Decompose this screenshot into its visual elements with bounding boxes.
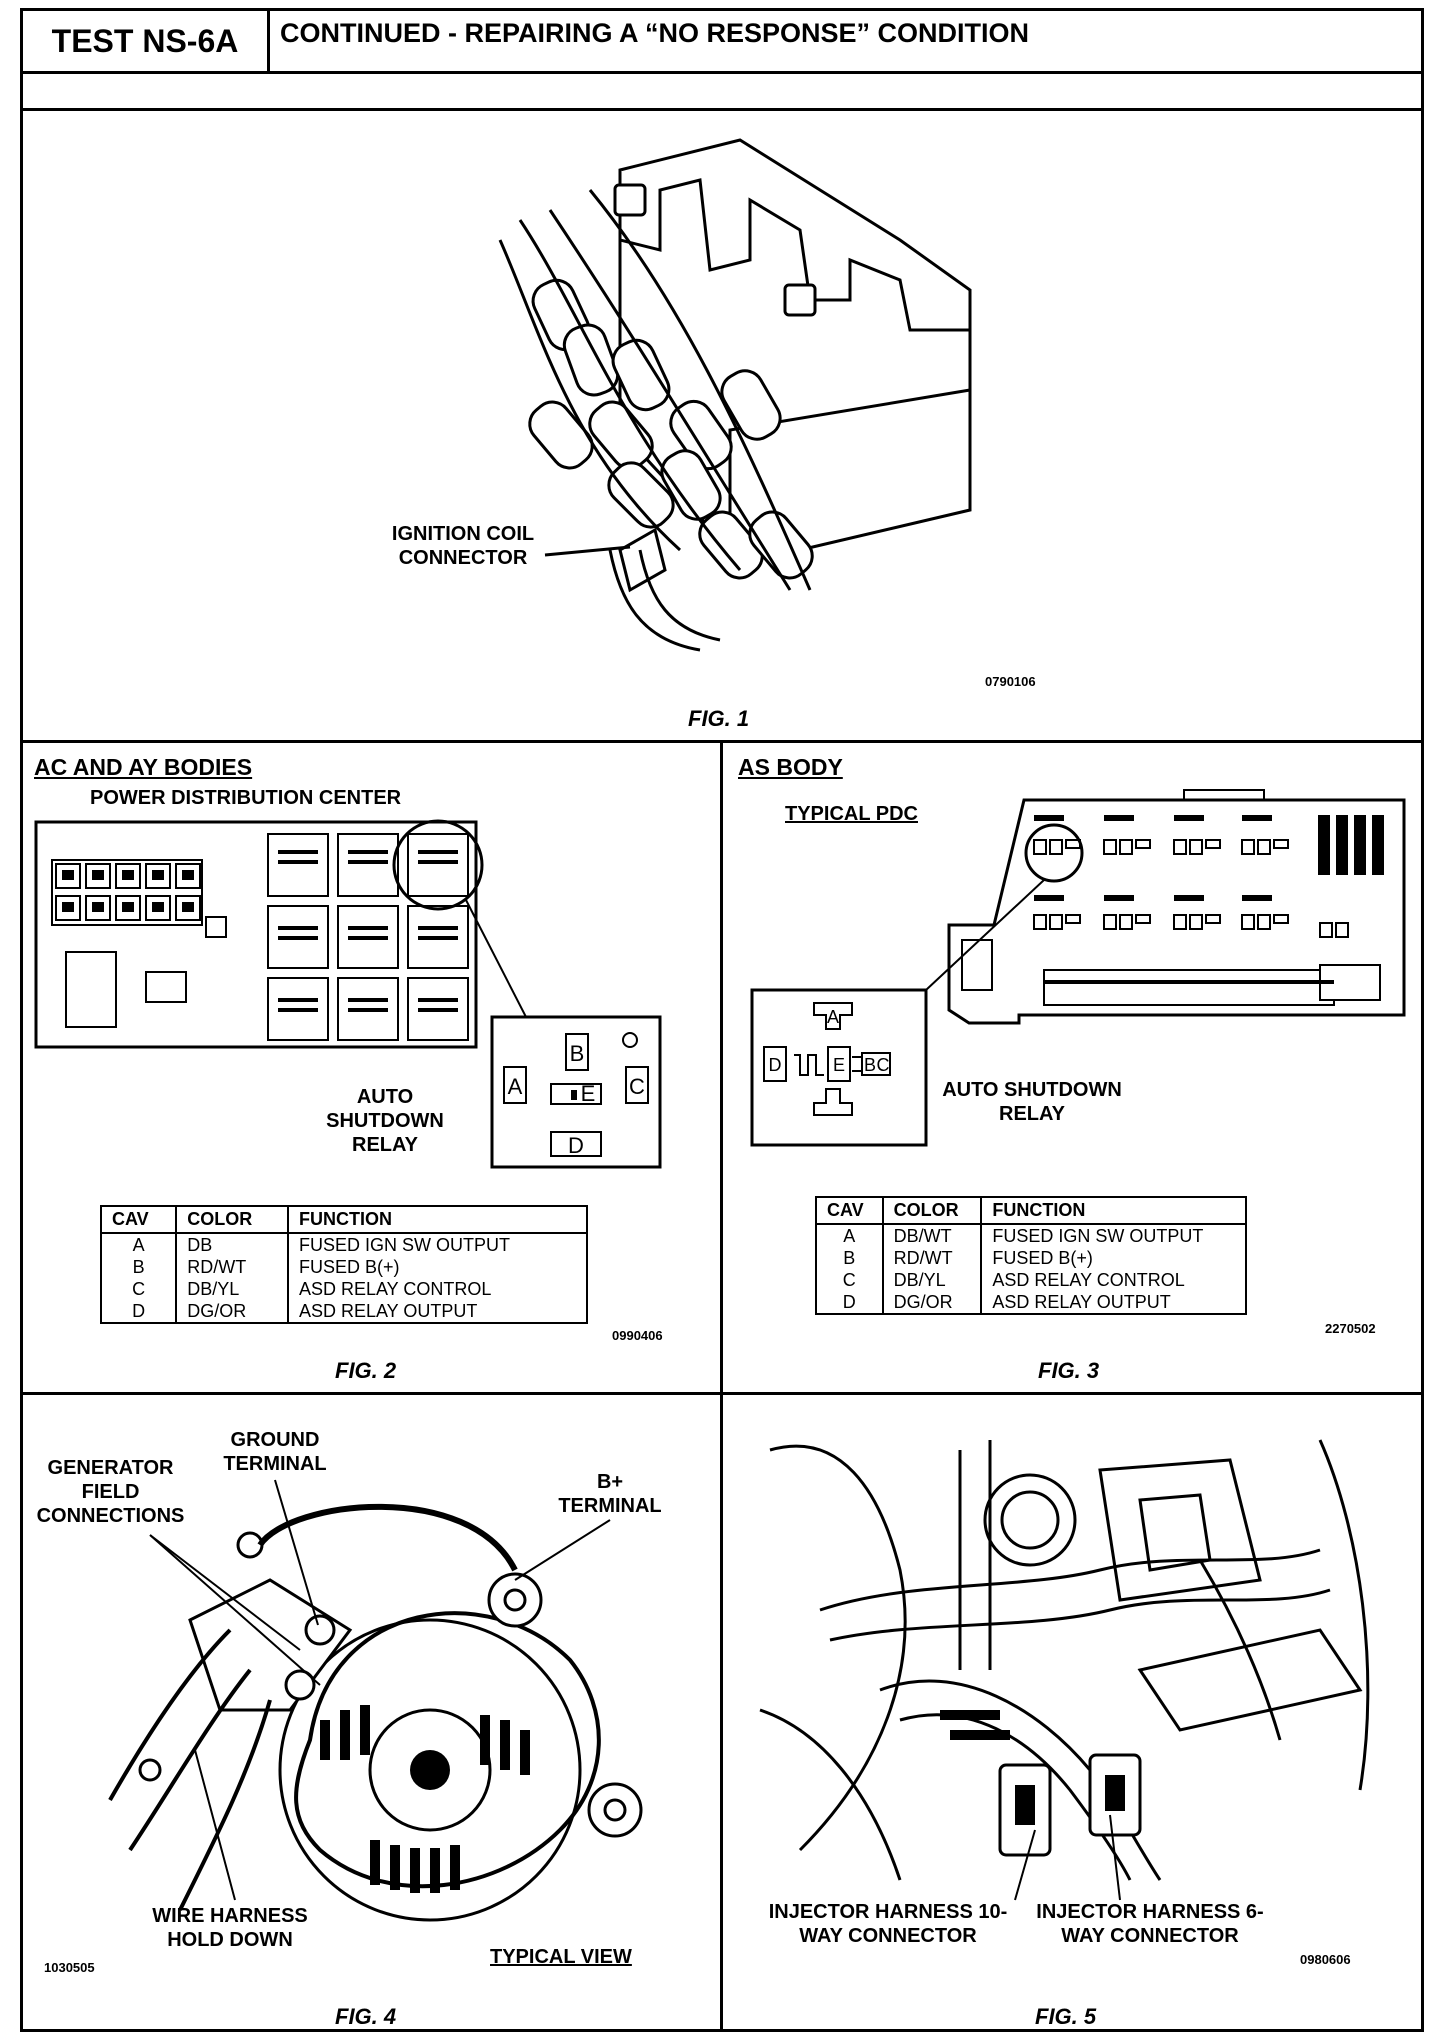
injector-harness-10-way-label: INJECTOR HARNESS 10-WAY CONNECTOR <box>768 1901 1008 1947</box>
generator-field-connections-label: GENERATOR FIELD CONNECTIONS <box>36 1457 185 1527</box>
fig2-pin-b: B <box>570 1041 585 1066</box>
fig2-pin-a: A <box>508 1074 523 1099</box>
wire-harness-hold-down-label: WIRE HARNESS HOLD DOWN <box>152 1905 308 1951</box>
typical-pdc-diagram: A B C D E <box>750 789 1406 1147</box>
fig2-section-title: AC AND AY BODIES <box>34 754 253 780</box>
function-cell: FUSED B(+) <box>992 1248 1093 1268</box>
generator-illustration <box>108 1503 643 1922</box>
ignition-coil-leader-line <box>544 545 631 557</box>
fig2-caption: FIG. 2 <box>335 1358 397 1383</box>
fig3-pin-a: A <box>827 1007 839 1027</box>
header-bottom-line <box>20 108 1424 111</box>
ignition-coil-illustration <box>498 138 972 652</box>
fig5-caption: FIG. 5 <box>1035 2004 1097 2029</box>
fig3-pin-d: D <box>769 1055 782 1075</box>
typical-view-label: TYPICAL VIEW <box>490 1946 632 1968</box>
color-cell: DB/WT <box>882 1224 983 1247</box>
color-cell: RD/WT <box>176 1256 289 1278</box>
fig3-code: 2270502 <box>1325 1321 1376 1336</box>
fig2-th-cav: CAV <box>101 1206 178 1234</box>
header-divider <box>20 71 1424 74</box>
color-cell: DG/OR <box>882 1291 983 1314</box>
fig4-caption: FIG. 4 <box>335 2004 397 2029</box>
function-cell: FUSED IGN SW OUTPUT <box>298 1235 510 1255</box>
power-distribution-center-diagram: A B C D E <box>34 819 662 1169</box>
color-cell: RD/WT <box>882 1247 983 1269</box>
fig3-th-cav: CAV <box>816 1197 884 1225</box>
b-plus-terminal-label: B+ TERMINAL <box>558 1471 662 1517</box>
fig3-th-function: FUNCTION <box>981 1197 1246 1225</box>
fig2-code: 0990406 <box>612 1328 663 1343</box>
function-cell: ASD RELAY CONTROL <box>298 1279 492 1299</box>
function-cell: ASD RELAY OUTPUT <box>992 1292 1171 1312</box>
cav-cell: C <box>816 1269 884 1291</box>
fig3-th-color: COLOR <box>882 1197 983 1225</box>
color-cell: DB/YL <box>176 1278 289 1300</box>
cav-cell: A <box>101 1233 178 1256</box>
cav-cell: B <box>101 1256 178 1278</box>
fig3-caption: FIG. 3 <box>1038 1358 1100 1383</box>
fig3-relay-label: AUTO SHUTDOWN RELAY <box>942 1079 1122 1125</box>
color-cell: DB <box>176 1233 289 1256</box>
test-id: TEST NS-6A <box>23 11 270 71</box>
cav-cell: A <box>816 1224 884 1247</box>
fig1-code: 0790106 <box>985 674 1036 689</box>
column-divider <box>720 740 723 2032</box>
fig3-pin-b: B <box>864 1055 876 1075</box>
fig2-pin-e: E <box>581 1081 596 1106</box>
fig3-pin-c: C <box>877 1055 890 1075</box>
ignition-coil-connector-label: IGNITION COIL CONNECTOR <box>391 523 535 569</box>
function-cell: ASD RELAY OUTPUT <box>298 1301 478 1321</box>
fig4-code: 1030505 <box>44 1960 95 1975</box>
fig3-section-title: AS BODY <box>738 754 843 780</box>
injector-harness-6-way-label: INJECTOR HARNESS 6-WAY CONNECTOR <box>1036 1901 1264 1947</box>
ground-terminal-label: GROUND TERMINAL <box>223 1429 327 1475</box>
fig3-pin-e: E <box>833 1055 845 1075</box>
fig2-th-color: COLOR <box>176 1206 289 1234</box>
color-cell: DB/YL <box>882 1269 983 1291</box>
fig2-relay-label: AUTO SHUTDOWN RELAY <box>326 1086 444 1156</box>
cav-cell: D <box>101 1300 178 1323</box>
function-cell: ASD RELAY CONTROL <box>992 1270 1185 1290</box>
fig2-subtitle: POWER DISTRIBUTION CENTER <box>90 787 402 809</box>
color-cell: DG/OR <box>176 1300 289 1323</box>
fig5-code: 0980606 <box>1300 1952 1351 1967</box>
fig3-subtitle: TYPICAL PDC <box>785 803 918 825</box>
function-cell: FUSED IGN SW OUTPUT <box>992 1226 1204 1246</box>
page-title: CONTINUED - REPAIRING A “NO RESPONSE” CO… <box>280 18 1030 48</box>
cav-cell: D <box>816 1291 884 1314</box>
cav-cell: B <box>816 1247 884 1269</box>
fig2-pin-d: D <box>568 1133 584 1158</box>
injector-harness-illustration <box>759 1439 1370 1881</box>
fig1-caption: FIG. 1 <box>688 706 750 731</box>
function-cell: FUSED B(+) <box>298 1257 400 1277</box>
fig2-th-function: FUNCTION <box>287 1206 587 1234</box>
fig2-pin-c: C <box>629 1074 645 1099</box>
cav-cell: C <box>101 1278 178 1300</box>
